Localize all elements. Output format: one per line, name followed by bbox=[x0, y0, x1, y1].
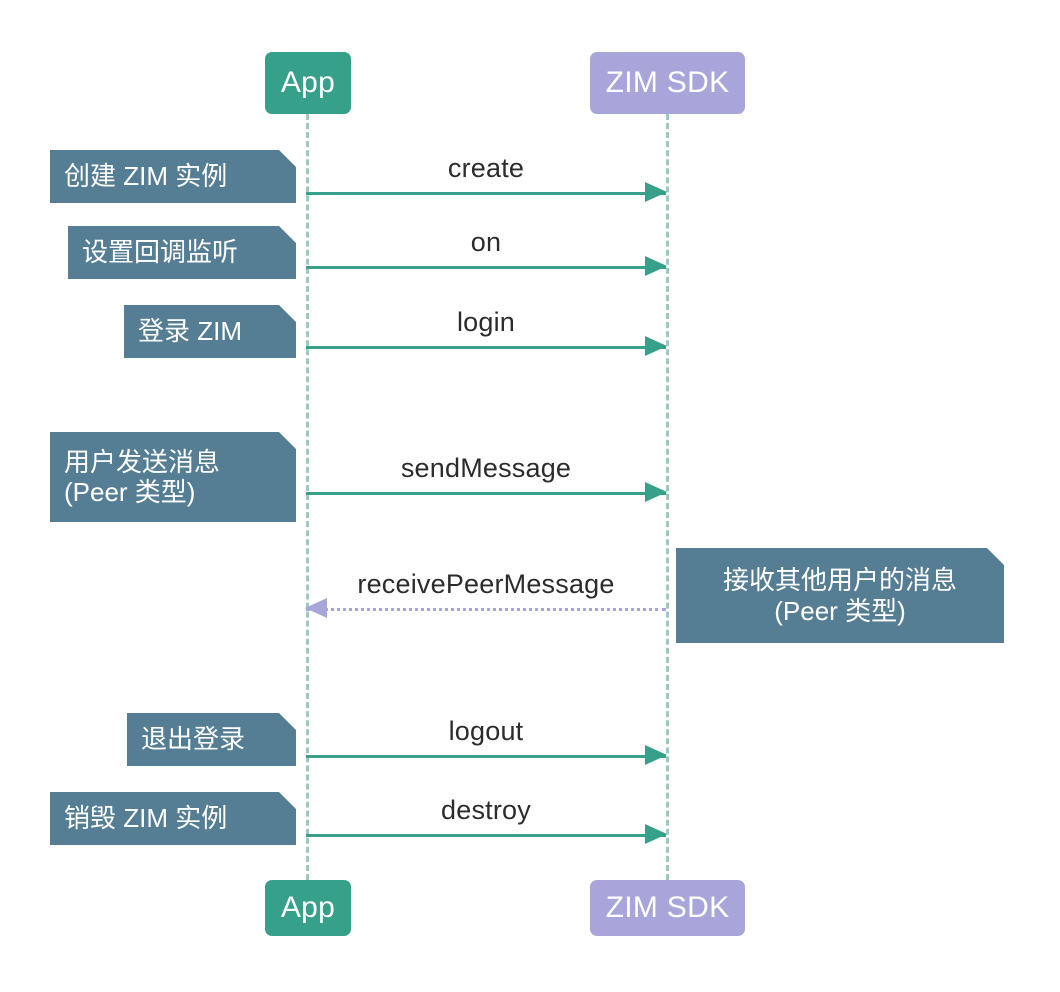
participant-header-app-label: App bbox=[280, 66, 336, 99]
lifeline-app bbox=[306, 114, 309, 880]
message-send-message-label: sendMessage bbox=[400, 453, 572, 483]
note-destroy-zim-instance-line-1: 销毁 ZIM 实例 bbox=[64, 803, 228, 834]
note-login-zim: 登录 ZIM bbox=[124, 305, 296, 358]
note-user-send-message-line-1: 用户发送消息 bbox=[64, 446, 221, 477]
arrowhead-right-icon bbox=[645, 182, 667, 202]
note-login-zim-line-1: 登录 ZIM bbox=[138, 316, 242, 347]
participant-footer-app-label: App bbox=[280, 891, 336, 924]
message-receive-peer-message-line bbox=[306, 608, 666, 611]
note-set-callback-listener: 设置回调监听 bbox=[68, 226, 296, 279]
message-logout-label: logout bbox=[448, 716, 524, 746]
note-create-zim-instance-line-1: 创建 ZIM 实例 bbox=[64, 161, 228, 192]
arrowhead-right-icon bbox=[645, 824, 667, 844]
note-logout: 退出登录 bbox=[127, 713, 296, 766]
note-receive-other-message: 接收其他用户的消息 (Peer 类型) bbox=[676, 548, 1004, 643]
note-receive-other-message-line-1: 接收其他用户的消息 bbox=[722, 565, 957, 596]
arrowhead-right-icon bbox=[645, 256, 667, 276]
message-on-label: on bbox=[470, 227, 502, 257]
message-create-line bbox=[306, 192, 666, 195]
note-destroy-zim-instance: 销毁 ZIM 实例 bbox=[50, 792, 296, 845]
message-create-label: create bbox=[447, 153, 525, 183]
message-login-line bbox=[306, 346, 666, 349]
message-send-message-line bbox=[306, 492, 666, 495]
note-receive-other-message-line-2: (Peer 类型) bbox=[774, 595, 906, 626]
note-logout-line-1: 退出登录 bbox=[141, 724, 246, 755]
participant-header-app[interactable]: App bbox=[265, 52, 351, 114]
arrowhead-left-icon bbox=[305, 598, 327, 618]
participant-header-sdk[interactable]: ZIM SDK bbox=[590, 52, 745, 114]
note-user-send-message: 用户发送消息 (Peer 类型) bbox=[50, 432, 296, 522]
participant-footer-sdk-label: ZIM SDK bbox=[605, 891, 730, 924]
message-logout-line bbox=[306, 755, 666, 758]
participant-footer-app[interactable]: App bbox=[265, 880, 351, 936]
message-on-line bbox=[306, 266, 666, 269]
arrowhead-right-icon bbox=[645, 482, 667, 502]
participant-header-sdk-label: ZIM SDK bbox=[605, 66, 730, 99]
note-set-callback-listener-line-1: 设置回调监听 bbox=[82, 237, 239, 268]
note-create-zim-instance: 创建 ZIM 实例 bbox=[50, 150, 296, 203]
message-destroy-line bbox=[306, 834, 666, 837]
arrowhead-right-icon bbox=[645, 336, 667, 356]
arrowhead-right-icon bbox=[645, 745, 667, 765]
message-receive-peer-message-label: receivePeerMessage bbox=[357, 569, 615, 599]
participant-footer-sdk[interactable]: ZIM SDK bbox=[590, 880, 745, 936]
message-login-label: login bbox=[456, 307, 516, 337]
lifeline-sdk bbox=[666, 114, 669, 880]
message-destroy-label: destroy bbox=[441, 795, 531, 825]
note-user-send-message-line-2: (Peer 类型) bbox=[64, 477, 196, 507]
